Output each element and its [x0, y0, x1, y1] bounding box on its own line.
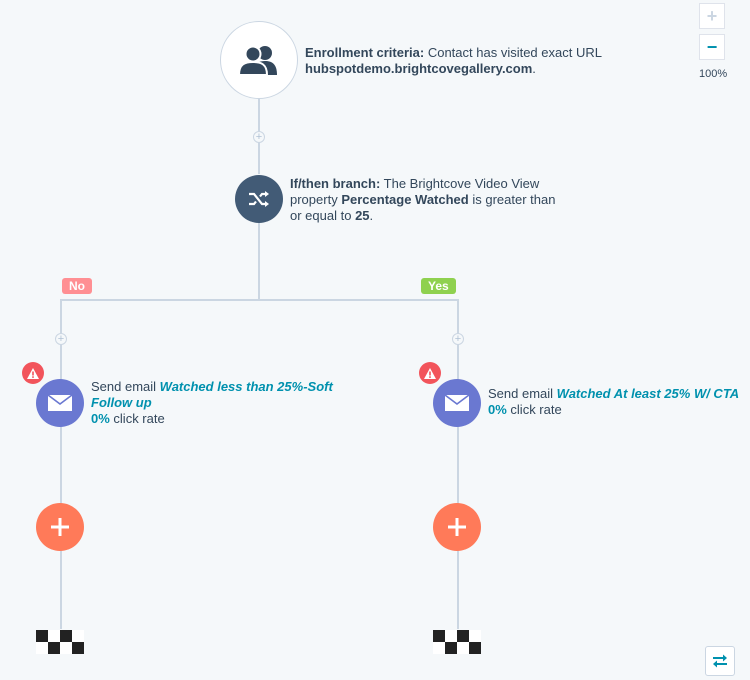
email-link-left[interactable]: Watched less than 25%-Soft Follow up — [91, 379, 333, 410]
send-email-prefix-right: Send email — [488, 386, 554, 401]
branch-node[interactable] — [235, 175, 283, 223]
enrollment-criteria-description: Contact has visited exact URL — [427, 45, 602, 60]
enrollment-criteria-label: Enrollment criteria: — [305, 45, 425, 60]
swap-arrows-icon — [713, 654, 727, 668]
add-action-button-1[interactable]: + — [253, 131, 265, 143]
branch-no-badge: No — [62, 278, 92, 294]
shuffle-icon — [249, 191, 269, 207]
envelope-icon — [47, 394, 73, 411]
warning-icon-right[interactable] — [419, 362, 441, 384]
click-rate-label-left: click rate — [113, 411, 165, 426]
branch-yes-badge: Yes — [421, 278, 456, 294]
add-action-button-left-large[interactable] — [36, 503, 84, 551]
warning-icon-left[interactable] — [22, 362, 44, 384]
enrollment-criteria-url-suffix: . — [532, 61, 536, 76]
zoom-level: 100% — [699, 68, 728, 80]
email-link-right[interactable]: Watched At least 25% W/ CTA — [556, 386, 740, 401]
plus-icon — [448, 518, 466, 536]
branch-property: Percentage Watched — [341, 192, 469, 207]
branch-label: If/then branch: — [290, 176, 381, 191]
swap-view-button[interactable] — [705, 646, 735, 676]
send-email-text-right: Send email Watched At least 25% W/ CTA 0… — [488, 386, 750, 418]
branch-text-1: The Brightcove Video View property — [290, 176, 540, 207]
plus-icon — [51, 518, 69, 536]
enrollment-criteria-text: Enrollment criteria: Contact has visited… — [305, 45, 605, 77]
send-email-prefix-left: Send email — [91, 379, 157, 394]
envelope-icon — [444, 394, 470, 411]
send-email-node-right[interactable] — [433, 379, 481, 427]
click-rate-value-left: 0% — [91, 411, 110, 426]
zoom-in-button[interactable]: + — [699, 3, 725, 29]
enrollment-trigger-node[interactable] — [220, 21, 298, 99]
connector-right-branch — [457, 299, 459, 629]
zoom-out-button[interactable]: − — [699, 34, 725, 60]
add-action-button-right-large[interactable] — [433, 503, 481, 551]
add-action-button-right[interactable]: + — [452, 333, 464, 345]
branch-text-2: is greater than or equal to — [290, 192, 556, 223]
send-email-node-left[interactable] — [36, 379, 84, 427]
connector-branch-horizontal — [60, 299, 459, 301]
click-rate-label-right: click rate — [510, 402, 562, 417]
enrollment-criteria-url: hubspotdemo.brightcovegallery.com — [305, 61, 533, 76]
workflow-end-flag-left — [36, 630, 84, 654]
connector-left-branch — [60, 299, 62, 629]
workflow-end-flag-right — [433, 630, 481, 654]
branch-value: 25 — [355, 208, 370, 223]
contacts-icon — [237, 45, 277, 76]
connector-branch-down — [258, 220, 260, 300]
branch-value-suffix: . — [369, 208, 374, 223]
branch-description: If/then branch: The Brightcove Video Vie… — [290, 176, 565, 224]
send-email-text-left: Send email Watched less than 25%-Soft Fo… — [91, 379, 346, 427]
add-action-button-left[interactable]: + — [55, 333, 67, 345]
click-rate-value-right: 0% — [488, 402, 507, 417]
